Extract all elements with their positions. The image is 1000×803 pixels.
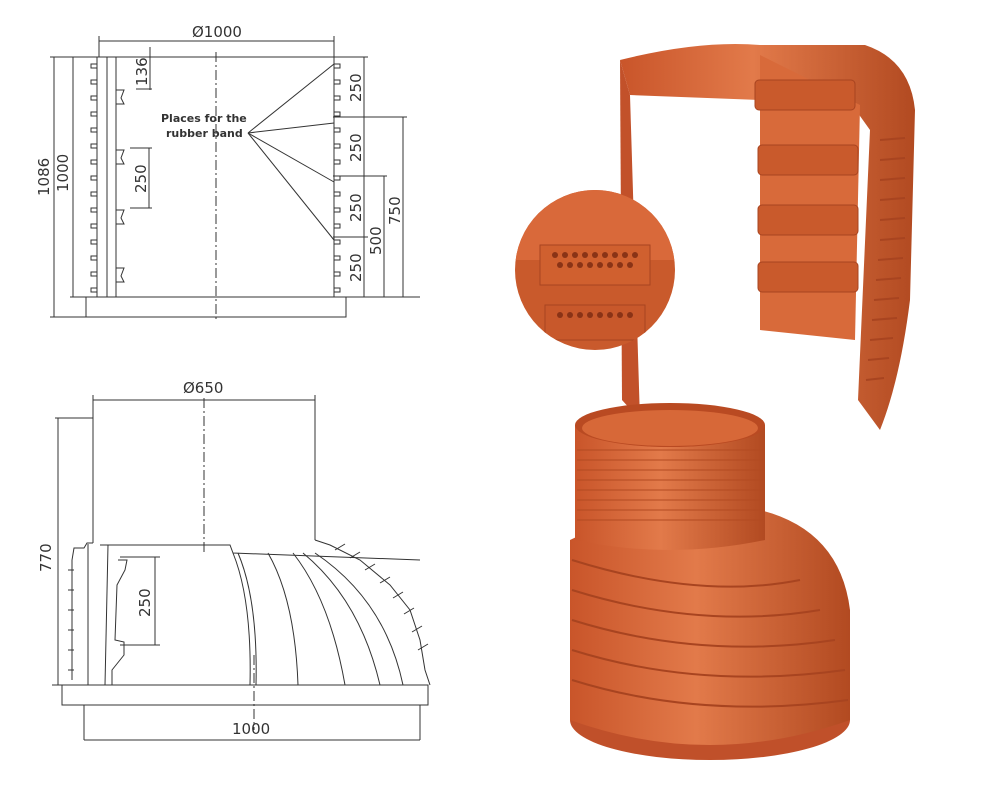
dim-cum-500: 500 <box>367 226 385 255</box>
annotation-line-1: Places for the <box>161 112 247 125</box>
drawing-cone-reducer <box>52 395 431 741</box>
dim-diameter-650: Ø650 <box>183 379 223 397</box>
dim-height-770: 770 <box>37 543 55 572</box>
dim-diameter-1000-bottom: 1000 <box>232 720 270 738</box>
dim-diameter-1000: Ø1000 <box>192 23 242 41</box>
annotation-line-2: rubber band <box>166 127 243 140</box>
dim-seg-2: 250 <box>347 133 365 162</box>
dimension-labels-top: Ø1000 1086 1000 136 250 250 250 250 250 … <box>35 23 404 282</box>
dim-seg-4: 250 <box>347 253 365 282</box>
dim-136: 136 <box>133 57 151 86</box>
dim-height-1000: 1000 <box>54 154 72 192</box>
dimension-labels-bottom: Ø650 770 250 1000 <box>37 379 270 738</box>
dim-step-250-bottom: 250 <box>136 588 154 617</box>
dim-height-1086: 1086 <box>35 158 53 196</box>
drawing-ring-section <box>50 36 420 320</box>
dim-seg-1: 250 <box>347 73 365 102</box>
render-step-detail <box>515 190 675 350</box>
render-cone-reducer <box>570 403 850 760</box>
ring-teeth-left <box>90 63 341 293</box>
dim-step-250: 250 <box>132 164 150 193</box>
dim-seg-3: 250 <box>347 193 365 222</box>
dim-cum-750: 750 <box>386 196 404 225</box>
